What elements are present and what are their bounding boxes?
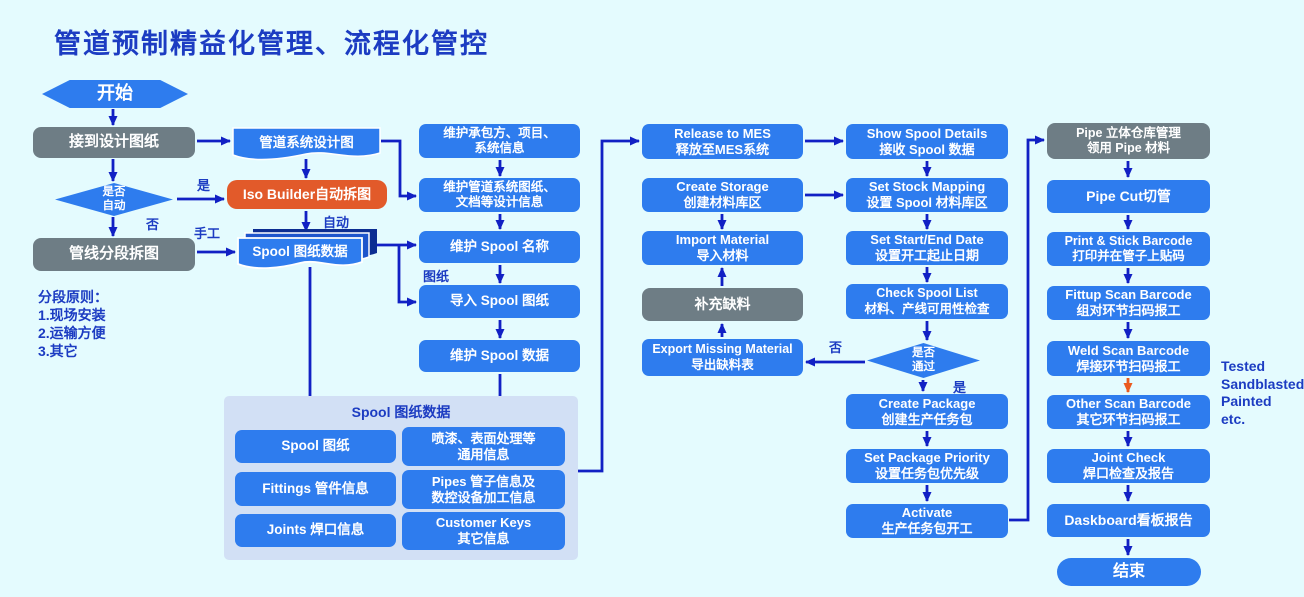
node-maintain-contractor: 维护承包方、项目、 系统信息 <box>419 124 580 158</box>
node-import-spool-drawing: 导入 Spool 图纸 <box>419 285 580 318</box>
node-receive-drawings: 接到设计图纸 <box>33 127 195 158</box>
document-shape-front <box>237 237 363 270</box>
node-pipe-cut: Pipe Cut切管 <box>1047 180 1210 213</box>
connector-activate-warehouse <box>1009 135 1045 522</box>
label-auto: 自动 <box>323 215 350 230</box>
node-replenish-material: 补充缺料 <box>642 288 803 321</box>
node-customer-keys: Customer Keys 其它信息 <box>402 512 565 550</box>
node-fittup-scan: Fittup Scan Barcode 组对环节扫码报工 <box>1047 286 1210 320</box>
node-set-stock-mapping: Set Stock Mapping 设置 Spool 材料库区 <box>846 178 1008 212</box>
node-paint-info: 喷漆、表面处理等 通用信息 <box>402 427 565 466</box>
label-no: 否 <box>146 217 160 232</box>
node-joint-check: Joint Check 焊口检查及报告 <box>1047 449 1210 483</box>
label-pass-yes: 是 <box>953 380 967 395</box>
label-manual: 手工 <box>194 226 221 241</box>
node-weld-scan: Weld Scan Barcode 焊接环节扫码报工 <box>1047 341 1210 376</box>
text-split-principles: 分段原则： 1.现场安装 2.运输方便 3.其它 <box>38 289 108 359</box>
document-shape <box>232 127 381 161</box>
node-export-missing: Export Missing Material 导出缺料表 <box>642 339 803 376</box>
node-pipes-info: Pipes 管子信息及 数控设备加工信息 <box>402 470 565 509</box>
connector-sysdrawing-maintaindrawings <box>381 139 417 201</box>
node-create-package: Create Package 创建生产任务包 <box>846 394 1008 429</box>
label-drawing: 图纸 <box>423 269 450 284</box>
node-check-spool-list: Check Spool List 材料、产线可用性检查 <box>846 284 1008 319</box>
node-other-scan: Other Scan Barcode 其它环节扫码报工 <box>1047 395 1210 429</box>
connector-spooldocs-importdrawing <box>397 245 417 307</box>
node-joints-info: Joints 焊口信息 <box>235 514 396 547</box>
connector-group-releasemes <box>578 136 640 473</box>
node-maintain-drawings: 维护管道系统图纸、 文档等设计信息 <box>419 178 580 212</box>
node-fittings-info: Fittings 管件信息 <box>235 472 396 506</box>
node-set-priority: Set Package Priority 设置任务包优先级 <box>846 449 1008 483</box>
node-iso-builder: Iso Builder自动拆图 <box>227 180 387 209</box>
label-yes: 是 <box>197 178 211 193</box>
node-system-design-doc-label: 管道系统设计图 <box>259 135 354 150</box>
node-maintain-spool-data: 维护 Spool 数据 <box>419 340 580 372</box>
node-maintain-spool-name: 维护 Spool 名称 <box>419 231 580 263</box>
page-title: 管道预制精益化管理、流程化管控 <box>54 29 489 59</box>
node-create-storage: Create Storage 创建材料库区 <box>642 178 803 212</box>
node-print-barcode: Print & Stick Barcode 打印并在管子上贴码 <box>1047 232 1210 266</box>
node-end: 结束 <box>1057 558 1201 586</box>
node-start: 开始 <box>42 80 188 108</box>
node-split-drawings: 管线分段拆图 <box>33 238 195 271</box>
node-spool-doc-stack: Spool 图纸数据 <box>237 229 377 271</box>
node-spool-doc-stack-label: Spool 图纸数据 <box>252 244 348 259</box>
label-pass-no: 否 <box>829 340 843 355</box>
node-activate: Activate 生产任务包开工 <box>846 504 1008 538</box>
group-spool-data-title: Spool 图纸数据 <box>351 404 451 420</box>
node-import-material: Import Material 导入材料 <box>642 231 803 265</box>
node-show-spool-details: Show Spool Details 接收 Spool 数据 <box>846 124 1008 159</box>
node-set-start-end: Set Start/End Date 设置开工起止日期 <box>846 231 1008 265</box>
node-dashboard: Daskboard看板报告 <box>1047 504 1210 537</box>
node-release-mes: Release to MES 释放至MES系统 <box>642 124 803 159</box>
node-spool-drawing: Spool 图纸 <box>235 430 396 463</box>
text-side-note: Tested Sandblasted Painted etc. <box>1221 358 1304 427</box>
node-system-design-doc: 管道系统设计图 <box>232 127 381 168</box>
node-pipe-warehouse: Pipe 立体仓库管理 领用 Pipe 材料 <box>1047 123 1210 159</box>
